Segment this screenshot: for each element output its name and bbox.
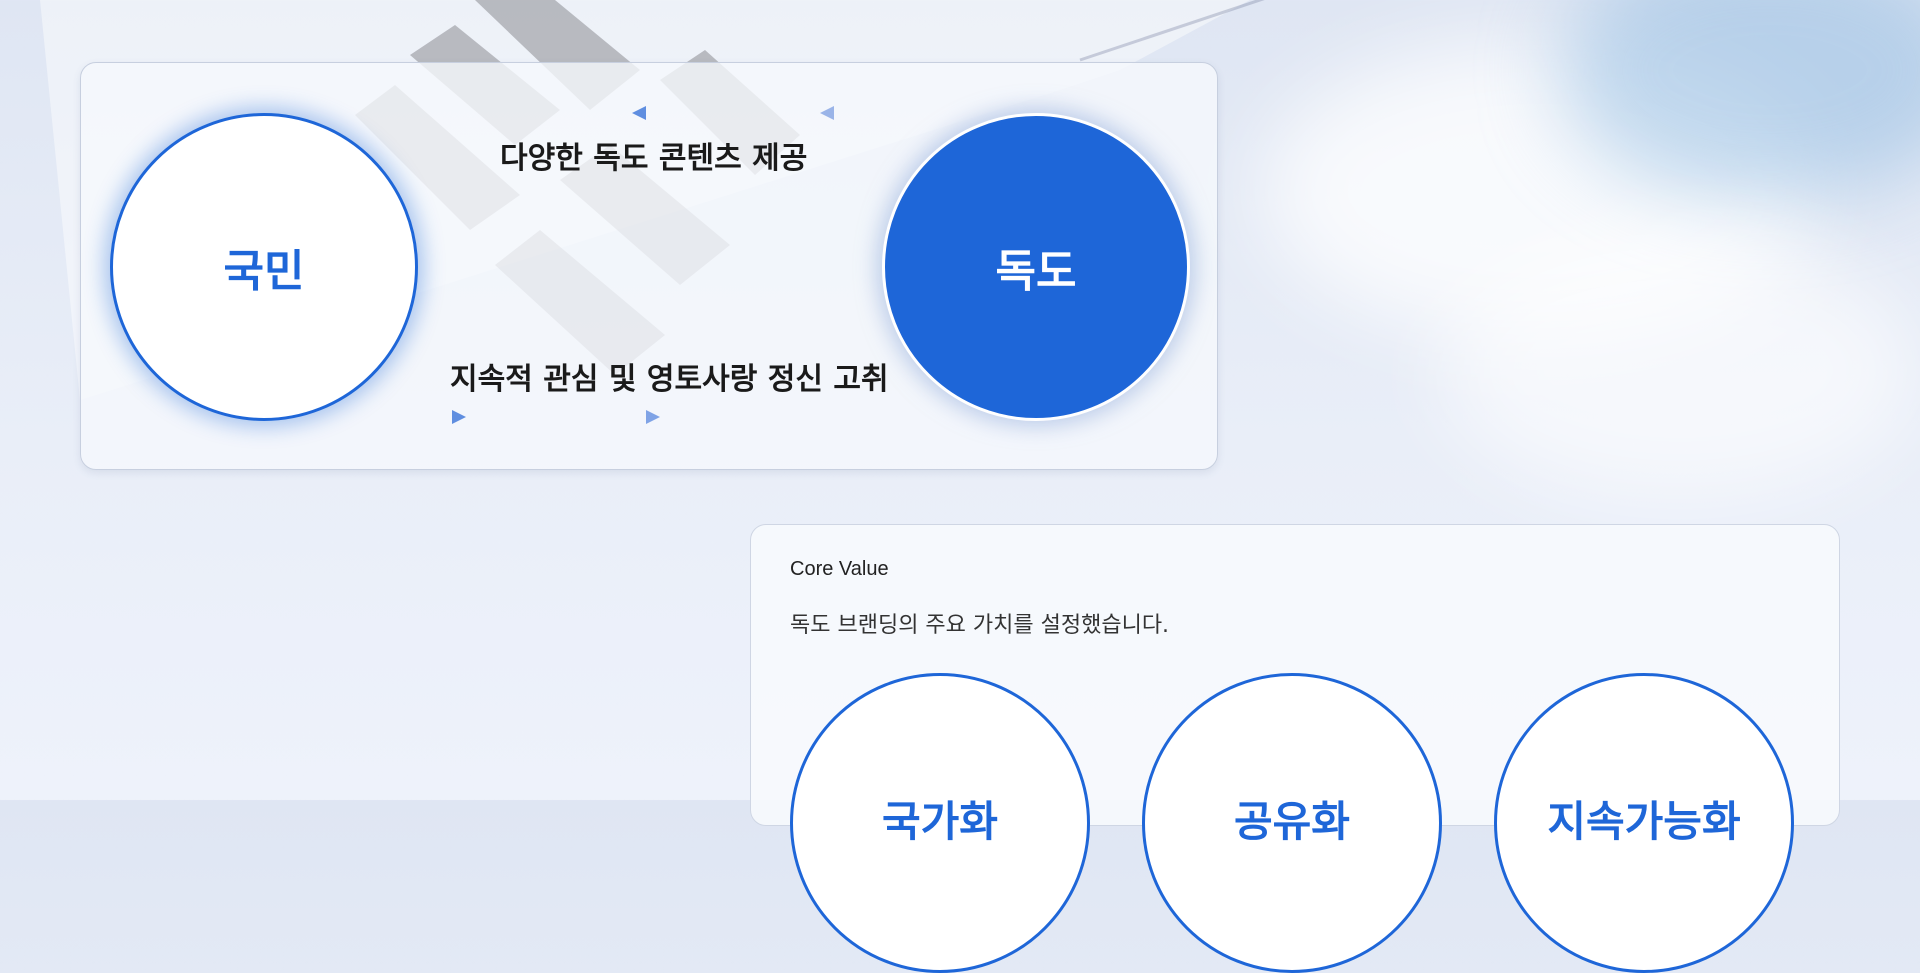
arrow-left-icon <box>820 106 834 120</box>
arrow-left-icon <box>632 106 646 120</box>
value-label: 지속가능화 <box>1547 797 1741 846</box>
flow-bottom-message: 지속적 관심 및 영토사랑 정신 고취 <box>450 362 889 397</box>
core-value-description: 독도 브랜딩의 주요 가치를 설정했습니다. <box>790 613 1170 638</box>
arrow-right-icon <box>452 410 466 424</box>
value-circle-national: 국가화 <box>790 673 1090 973</box>
value-label: 국가화 <box>882 797 998 846</box>
people-circle: 국민 <box>110 113 418 421</box>
people-label: 국민 <box>223 246 305 297</box>
arrow-right-icon <box>646 410 660 424</box>
flow-arrows <box>280 106 1010 424</box>
dokdo-circle: 독도 <box>882 113 1190 421</box>
dokdo-label: 독도 <box>995 246 1077 297</box>
value-circle-sharing: 공유화 <box>1142 673 1442 973</box>
flow-top-message: 다양한 독도 콘텐츠 제공 <box>500 141 808 176</box>
cloud-decoration <box>1440 240 1920 500</box>
core-value-eyebrow: Core Value <box>790 558 889 580</box>
value-label: 공유화 <box>1234 797 1350 846</box>
core-value-card: Core Value 독도 브랜딩의 주요 가치를 설정했습니다. 국가화 공유… <box>750 524 1840 973</box>
value-circle-sustainability: 지속가능화 <box>1494 673 1794 973</box>
